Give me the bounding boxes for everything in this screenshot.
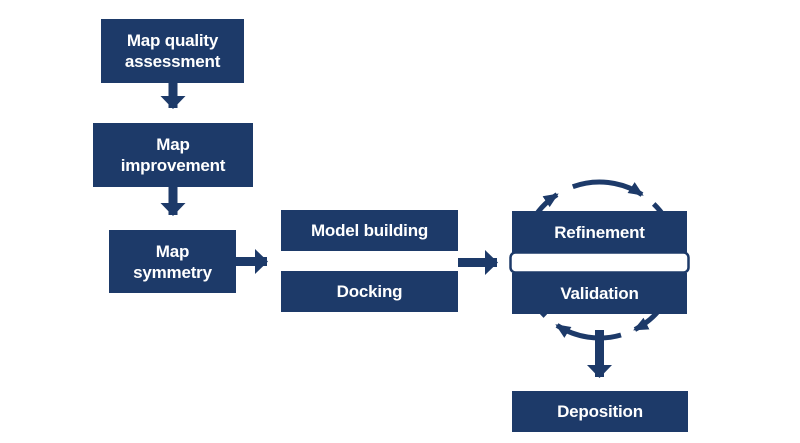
node-label-line: Model building [310, 221, 429, 240]
node-label-line: symmetry [133, 262, 212, 282]
node-validation: Validation [512, 273, 687, 314]
node-label-line: improvement [120, 156, 226, 175]
node-label-line: Deposition [557, 402, 643, 421]
cycle-arc-bottom [555, 323, 622, 341]
node-label-line: Map quality [126, 31, 219, 50]
refinement-validation-connector-band [509, 251, 690, 274]
node-label-line: Refinement [554, 222, 645, 242]
cycle-arc-top [571, 179, 644, 197]
node-map-quality-assessment: Map quality assessment [101, 19, 244, 83]
node-label-line: assessment [124, 52, 221, 71]
node-deposition: Deposition [512, 391, 688, 432]
node-label-line: Map [155, 241, 190, 261]
node-map-symmetry: Map symmetry [109, 230, 236, 293]
node-label-line: Docking [336, 282, 403, 301]
node-map-improvement: Map improvement [93, 123, 253, 187]
node-label-line: Map [156, 135, 190, 154]
node-label-line: Validation [560, 284, 639, 303]
node-refinement: Refinement [512, 211, 687, 253]
node-model-building: Model building [281, 210, 458, 251]
node-docking: Docking [281, 271, 458, 312]
